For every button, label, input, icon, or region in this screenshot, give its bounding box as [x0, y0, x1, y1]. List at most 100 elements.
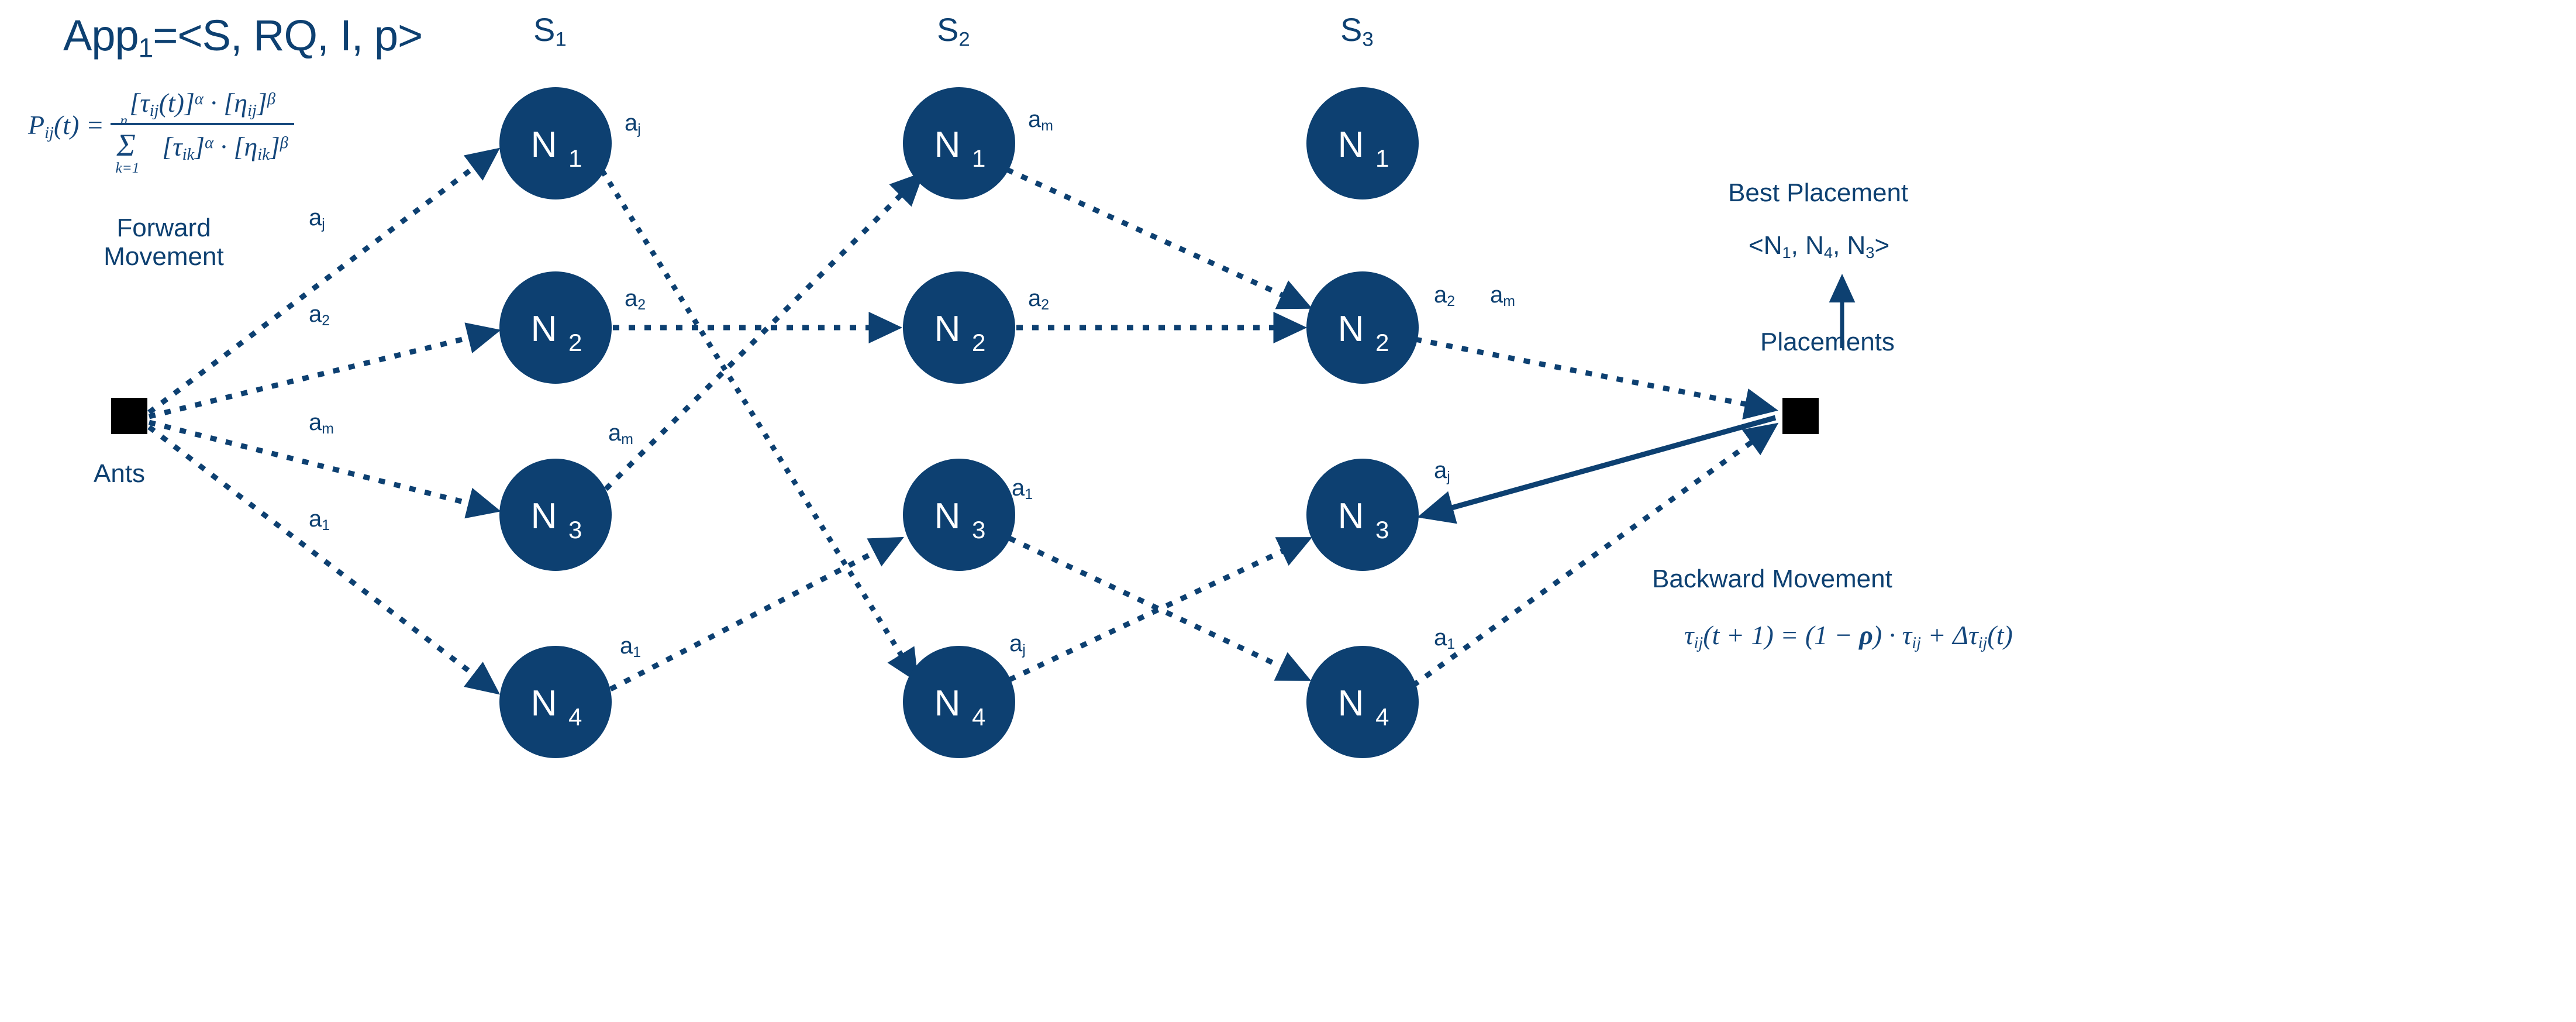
ph-arg: (t + 1) = — [1703, 620, 1805, 650]
node-sublabel: 1 — [1375, 144, 1389, 172]
ph-close: ) · — [1872, 620, 1902, 650]
ph-delta: Δ — [1953, 620, 1969, 650]
node-s3-n3[interactable]: N 3 — [1306, 459, 1419, 571]
edge-label-text: a — [1434, 625, 1447, 651]
formula-lhs-base: P — [28, 109, 45, 140]
node-s3-n1[interactable]: N 1 — [1306, 87, 1419, 199]
forward-movement-line2: Movement — [104, 242, 224, 271]
node-s1-n3[interactable]: N 3 — [499, 459, 612, 571]
edge-label-text: a — [625, 110, 638, 136]
node-label: N — [531, 309, 557, 349]
node-s1-n1[interactable]: N 1 — [499, 87, 612, 199]
stage-label-s2: S2 — [937, 11, 970, 51]
stage-label-text: S — [937, 11, 959, 48]
node-s2-n4[interactable]: N 4 — [903, 646, 1015, 758]
edge-label-ants-s1n4: a1 — [309, 506, 330, 534]
num-tau-arg: (t) — [158, 88, 184, 118]
formula-lhs-sub: ij — [44, 123, 54, 142]
stage-label-sub: 2 — [958, 28, 970, 51]
edge-label-s1n1-s2n4: aj — [625, 110, 641, 138]
edge-label-s2n4-s3n3: aj — [1009, 631, 1026, 659]
edge-label-ants-s1n3: am — [309, 410, 334, 438]
edge-s1n4-s2n3 — [609, 536, 904, 691]
node-s1-n4[interactable]: N 4 — [499, 646, 612, 758]
edge-ants-s1n4 — [147, 425, 501, 695]
stage-label-sub: 1 — [555, 28, 567, 51]
backward-movement-label: Backward Movement — [1652, 565, 1892, 593]
den-sigma: Σ — [116, 128, 136, 163]
node-sublabel: 4 — [972, 703, 985, 731]
edge-label-s1n4-s2n3: a1 — [620, 633, 641, 661]
forward-movement-label: Forward Movement — [88, 214, 240, 271]
edge-label-s1n2-s2n2: a2 — [625, 285, 646, 314]
den-sigma-top: n — [120, 112, 128, 129]
title-base: App — [63, 11, 139, 60]
edge-label-text: a — [1434, 457, 1447, 483]
edge-label-sub: 2 — [322, 313, 330, 329]
node-sublabel: 3 — [1375, 516, 1389, 543]
title-subscript: 1 — [138, 32, 153, 63]
edge-label-text: a — [1490, 282, 1503, 308]
ph-tau-sub: ij — [1694, 634, 1703, 653]
stage-label-s3: S3 — [1340, 11, 1374, 51]
edge-label-text: a — [309, 205, 322, 230]
node-s2-n3[interactable]: N 3 — [903, 459, 1015, 571]
edge-label-text: a — [309, 301, 322, 327]
node-s2-n1[interactable]: N 1 — [903, 87, 1015, 199]
node-s2-n2[interactable]: N 2 — [903, 271, 1015, 384]
edge-label-sub: 2 — [637, 297, 646, 314]
edge-label-text: a — [309, 410, 322, 435]
edge-label-sub: m — [322, 421, 334, 438]
num-eta-sub: ij — [247, 102, 257, 121]
placements-label: Placements — [1760, 328, 1895, 356]
edge-label-s3n4-nest: a1 — [1434, 625, 1455, 653]
edge-s1n1-s2n4 — [600, 169, 919, 683]
formula-lhs-arg: (t) = — [53, 109, 104, 140]
edge-label-sub: 1 — [322, 518, 330, 534]
node-s3-n4[interactable]: N 4 — [1306, 646, 1419, 758]
edge-label-s1n3-s2n1: am — [608, 420, 633, 448]
node-sublabel: 1 — [568, 144, 582, 172]
edge-label-text: a — [620, 633, 633, 659]
edge-ants-s1n3 — [148, 419, 501, 519]
num-dot: · — [210, 88, 217, 118]
ants-square-right[interactable] — [1782, 398, 1819, 434]
node-s3-n2[interactable]: N 2 — [1306, 271, 1419, 384]
edge-label-sub: j — [1022, 642, 1026, 659]
ph-plus: + — [1921, 620, 1953, 650]
title-rest: =<S, RQ, I, p> — [153, 11, 423, 60]
ants-square-left[interactable] — [111, 398, 147, 434]
node-sublabel: 3 — [568, 516, 582, 543]
node-label: N — [1338, 683, 1364, 724]
forward-movement-line1: Forward — [116, 214, 211, 242]
num-tau-sub: ij — [149, 102, 159, 121]
edge-label-ants-s1n2: a2 — [309, 301, 330, 329]
edge-label-s3n2-nest-am: am — [1490, 282, 1515, 310]
ph-tau: τ — [1684, 620, 1694, 650]
edge-label-sub: j — [322, 216, 325, 233]
edge-label-sub: m — [621, 432, 633, 448]
node-label: N — [1338, 496, 1364, 536]
den-sigma-bottom: k=1 — [115, 159, 140, 176]
edge-label-s2n3-s3n4: a1 — [1012, 475, 1033, 503]
ph-open: (1 − — [1805, 620, 1860, 650]
edge-label-text: a — [608, 420, 622, 446]
den-tau: τ — [173, 132, 182, 162]
ph-tau3-sub: ij — [1978, 634, 1988, 653]
node-s1-n2[interactable]: N 2 — [499, 271, 612, 384]
edge-nest-s3n3-backward — [1417, 415, 1777, 524]
stage-label-sub: 3 — [1362, 28, 1374, 51]
node-sublabel: 4 — [568, 703, 582, 731]
node-label: N — [934, 125, 961, 165]
probability-numerator: [τij(t)]α · [ηij]β — [111, 88, 294, 126]
node-label: N — [934, 309, 961, 349]
bp-node3-sub: 3 — [1865, 243, 1875, 261]
page-title: App1=<S, RQ, I, p> — [63, 11, 423, 63]
edge-label-sub: m — [1041, 118, 1053, 135]
best-placement-value: <N1, N4, N3> — [1749, 231, 1890, 261]
edge-ants-s1n2 — [148, 322, 501, 419]
den-eta: η — [244, 132, 258, 162]
den-beta: β — [280, 134, 288, 153]
